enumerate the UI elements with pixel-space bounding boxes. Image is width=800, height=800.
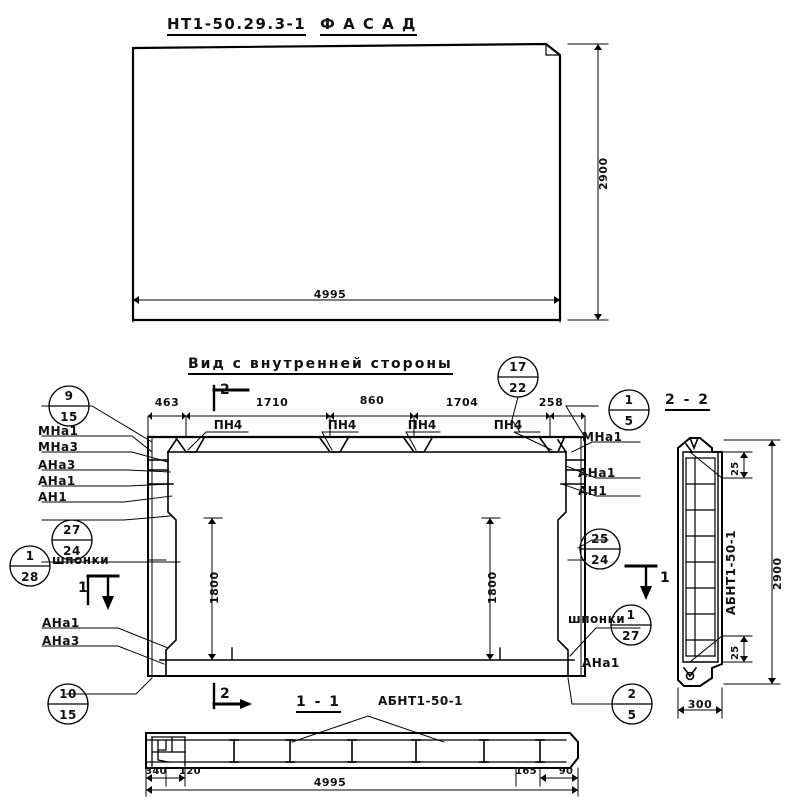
rib-label-3: ПН4 <box>407 418 437 432</box>
balloon-7-bottom: 24 <box>591 553 609 567</box>
facade-height-dimension <box>567 43 609 321</box>
facade-title-code: НТ1-50.29.3-1 <box>167 15 307 36</box>
section-mark-1-left <box>86 574 120 610</box>
balloon-1-top: 9 <box>64 389 74 403</box>
facade-width-dimension <box>132 296 561 323</box>
section-mark-2-top <box>212 384 250 412</box>
section22-dim-300 <box>677 687 723 719</box>
inner-view-dim-chain <box>147 412 586 437</box>
section22-dim-25-top <box>721 451 753 479</box>
facade-height-value: 2900 <box>597 157 610 190</box>
right-callout-ana1-lower: АНа1 <box>582 656 620 670</box>
section11-dim-120: 120 <box>179 766 201 777</box>
balloon-9-bottom: 5 <box>627 708 637 722</box>
inner-dim-463: 463 <box>154 396 180 409</box>
right-callout-shponki: шпонки <box>568 612 626 626</box>
facade-outline <box>131 42 562 322</box>
left-callout-mna3: МНа3 <box>38 440 79 454</box>
balloon-leaders <box>511 396 521 433</box>
section11-dim-90: 90 <box>558 766 574 777</box>
section-mark-2-bottom <box>212 682 252 710</box>
rib-label-1: ПН4 <box>213 418 243 432</box>
section11-dim-165: 165 <box>515 766 537 777</box>
left-callout-an1: АН1 <box>38 490 68 504</box>
rib-label-4: ПН4 <box>493 418 523 432</box>
section22-code: АБНТ1-50-1 <box>724 529 738 615</box>
right-callout-leaders <box>561 405 641 705</box>
left-callout-ana1: АНа1 <box>38 474 76 488</box>
balloon-8-bottom: 27 <box>622 629 640 643</box>
left-callout-shponki: шпонки <box>52 553 110 567</box>
section22-dim-25-top-value: 25 <box>730 461 741 476</box>
inner-left-height-dim <box>203 517 223 661</box>
section-mark-2-top-number: 2 <box>220 382 232 398</box>
left-callout-ana3: АНа3 <box>38 458 76 472</box>
balloon-2-top: 27 <box>63 523 81 537</box>
section-1-1-title: 1 - 1 <box>296 694 342 713</box>
balloon-7-top: 25 <box>591 532 609 546</box>
balloon-5-top: 17 <box>509 360 527 374</box>
facade-width-value: 4995 <box>313 288 347 301</box>
rib-leader-lines <box>187 431 553 451</box>
section-mark-1-left-number: 1 <box>78 580 90 596</box>
section-2-2-title: 2 - 2 <box>665 392 711 411</box>
section-mark-1-right-number: 1 <box>660 570 672 586</box>
balloon-6-top: 1 <box>624 393 634 407</box>
inner-dim-258: 258 <box>538 396 564 409</box>
inner-left-height-value: 1800 <box>208 571 221 604</box>
balloon-4-top: 10 <box>59 687 77 701</box>
section-mark-1-right <box>624 564 658 600</box>
inner-right-height-dim <box>481 517 501 661</box>
section-mark-2-bottom-number: 2 <box>220 686 232 702</box>
left-callout-mna1: МНа1 <box>38 424 79 438</box>
section22-dim-2900 <box>723 439 781 685</box>
right-callout-mna1: МНа1 <box>582 430 623 444</box>
inner-view-title: Вид с внутренней стороны <box>188 356 453 375</box>
section22-dim-2900-value: 2900 <box>771 557 784 590</box>
left-callout-ana3-lower: АНа3 <box>42 634 80 648</box>
balloon-1-bottom: 15 <box>60 410 78 424</box>
balloon-6-bottom: 5 <box>624 414 634 428</box>
right-callout-an1: АН1 <box>578 484 608 498</box>
balloon-2-bottom: 24 <box>63 544 81 558</box>
section22-dim-25-bottom <box>721 635 753 663</box>
inner-view-top-ribs <box>174 436 566 453</box>
balloon-9-top: 2 <box>627 687 637 701</box>
section22-geometry <box>677 436 723 687</box>
balloon-4-bottom: 15 <box>59 708 77 722</box>
section22-dim-25-bottom-value: 25 <box>730 645 741 660</box>
inner-right-height-value: 1800 <box>486 571 499 604</box>
left-callout-ana1-lower: АНа1 <box>42 616 80 630</box>
inner-dim-860: 860 <box>359 394 385 407</box>
balloon-8-top: 1 <box>626 608 636 622</box>
balloons <box>9 356 653 725</box>
section11-code: АБНТ1-50-1 <box>378 694 464 708</box>
balloon-5-bottom: 22 <box>509 381 527 395</box>
inner-view-bottom-ticks <box>231 647 501 661</box>
section11-dim-340: 340 <box>145 766 167 777</box>
inner-view-panel <box>146 435 587 677</box>
left-callout-leaders <box>41 405 181 695</box>
balloon-3-bottom: 28 <box>21 570 39 584</box>
section22-dim-300-value: 300 <box>687 698 713 711</box>
section11-dims <box>145 767 579 797</box>
rib-label-2: ПН4 <box>327 418 357 432</box>
facade-title-word: Ф А С А Д <box>320 15 417 36</box>
section11-geometry <box>145 715 579 769</box>
right-callout-ana1: АНа1 <box>578 466 616 480</box>
section11-dim-4995: 4995 <box>313 776 347 789</box>
inner-view-left-end <box>147 436 178 677</box>
inner-dim-1704: 1704 <box>445 396 479 409</box>
balloon-3-top: 1 <box>25 549 35 563</box>
inner-dim-1710: 1710 <box>255 396 289 409</box>
